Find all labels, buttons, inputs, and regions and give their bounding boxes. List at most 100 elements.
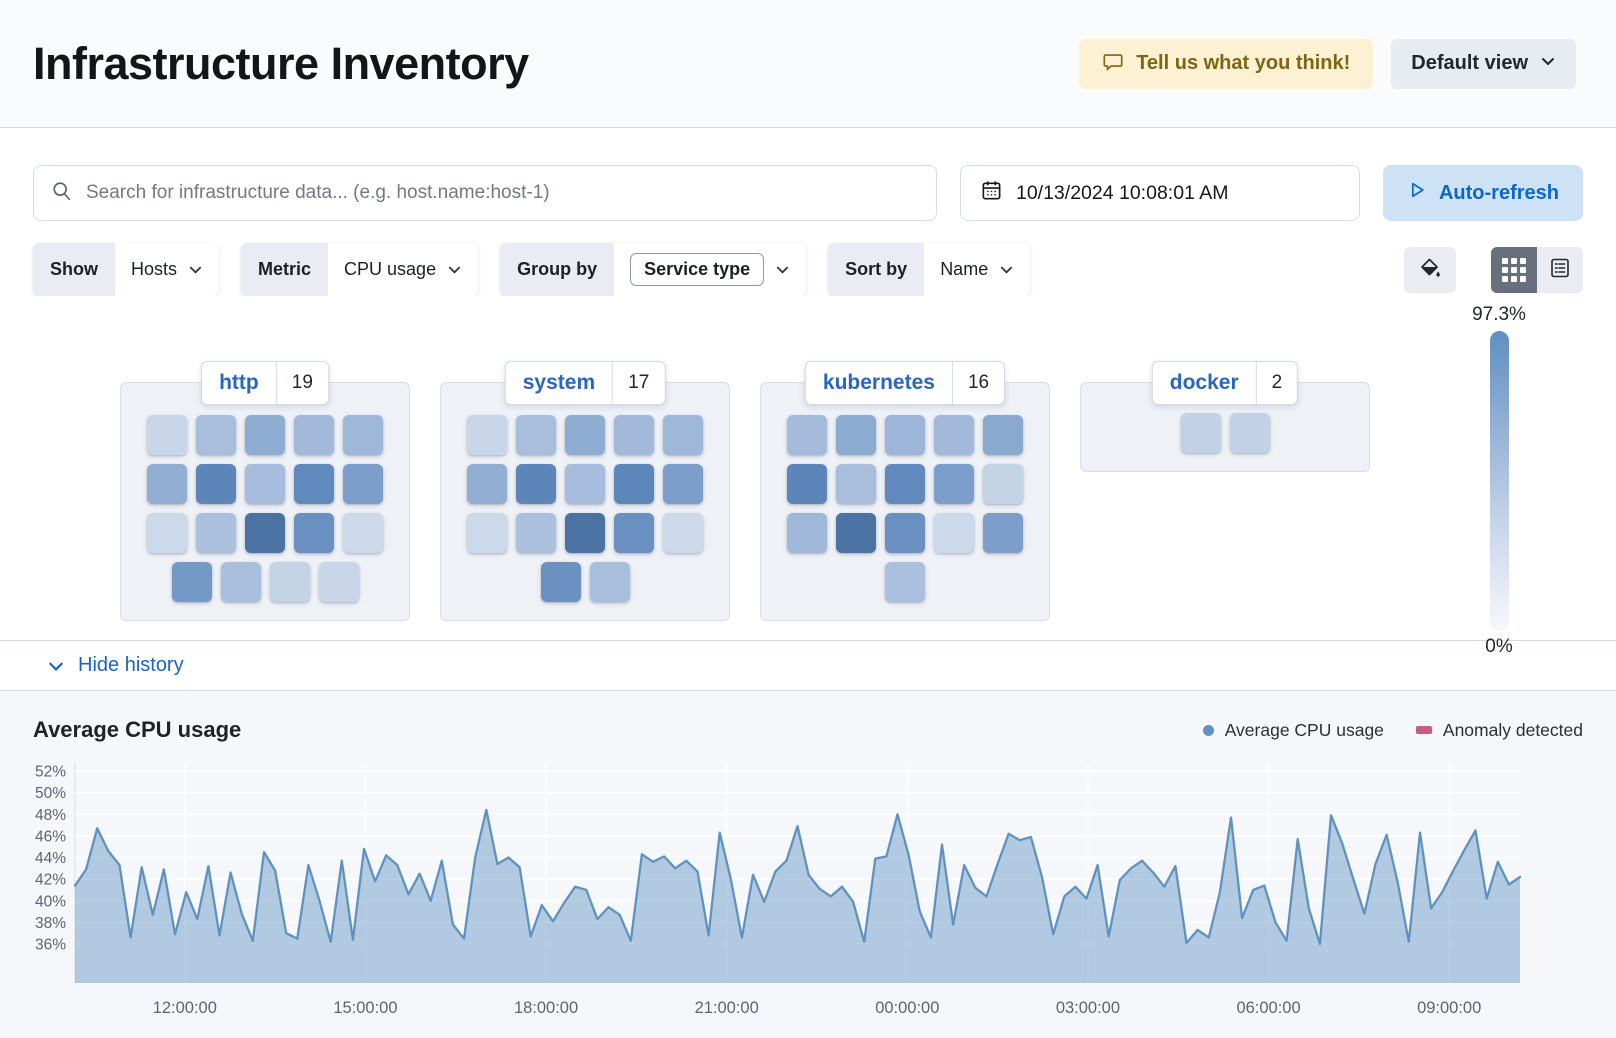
date-picker[interactable]: 10/13/2024 10:08:01 AM — [959, 165, 1360, 221]
host-tile[interactable] — [787, 464, 827, 504]
host-tile[interactable] — [171, 562, 212, 602]
host-tile[interactable] — [934, 415, 974, 455]
group-name-link[interactable]: docker — [1169, 371, 1239, 394]
host-tile[interactable] — [565, 513, 605, 553]
default-view-button[interactable]: Default view — [1391, 38, 1576, 89]
sort-by-filter[interactable]: Sort by Name — [828, 243, 1031, 296]
host-tile[interactable] — [343, 464, 383, 504]
grid-view-button[interactable] — [1491, 246, 1537, 293]
host-tile[interactable] — [934, 513, 974, 553]
host-tile[interactable] — [147, 415, 187, 455]
host-tile[interactable] — [934, 464, 974, 504]
chevron-down-icon — [777, 266, 789, 274]
host-tile[interactable] — [196, 513, 236, 553]
chart-legend: Average CPU usage Anomaly detected — [1202, 720, 1583, 741]
view-toggle — [1491, 246, 1583, 293]
host-tile[interactable] — [343, 513, 383, 553]
pill-divider — [275, 362, 277, 404]
host-tile[interactable] — [294, 464, 334, 504]
host-tile[interactable] — [343, 415, 383, 455]
group-count: 2 — [1271, 372, 1283, 393]
host-tile[interactable] — [885, 464, 925, 504]
color-palette-button[interactable] — [1404, 246, 1456, 293]
host-tile[interactable] — [540, 562, 581, 602]
host-tile[interactable] — [565, 464, 605, 504]
host-tile[interactable] — [836, 415, 876, 455]
group-count: 19 — [291, 372, 313, 393]
host-tile[interactable] — [787, 513, 827, 553]
host-tile[interactable] — [836, 464, 876, 504]
hide-history-link[interactable]: Hide history — [47, 654, 184, 677]
group-name-link[interactable]: system — [522, 371, 596, 394]
host-tile[interactable] — [983, 415, 1023, 455]
host-tile[interactable] — [885, 415, 925, 455]
group-name-link[interactable]: http — [219, 371, 259, 394]
search-input[interactable] — [86, 182, 919, 204]
svg-text:00:00:00: 00:00:00 — [875, 999, 939, 1017]
host-tile[interactable] — [467, 513, 507, 553]
host-tile[interactable] — [663, 415, 703, 455]
host-tile[interactable] — [836, 513, 876, 553]
host-tile[interactable] — [516, 464, 556, 504]
header-actions: Tell us what you think! Default view — [1079, 38, 1576, 89]
svg-text:40%: 40% — [35, 893, 66, 910]
svg-text:46%: 46% — [35, 828, 66, 845]
host-tile[interactable] — [614, 513, 654, 553]
host-tile[interactable] — [663, 513, 703, 553]
host-tile[interactable] — [516, 513, 556, 553]
sort-by-filter-label: Sort by — [828, 243, 925, 296]
show-filter[interactable]: Show Hosts — [33, 243, 220, 296]
host-tile[interactable] — [269, 562, 310, 602]
legend-rect-swatch — [1415, 726, 1432, 734]
svg-text:50%: 50% — [35, 785, 66, 802]
svg-text:44%: 44% — [35, 850, 66, 867]
host-tile[interactable] — [147, 513, 187, 553]
group-name-link[interactable]: kubernetes — [822, 371, 935, 394]
host-tile[interactable] — [318, 562, 359, 602]
filter-row: Show Hosts Metric CPU usage Group by Ser… — [33, 243, 1583, 296]
grid-icon — [1502, 257, 1526, 282]
host-tile[interactable] — [245, 415, 285, 455]
host-tile[interactable] — [885, 513, 925, 553]
legend-item[interactable]: Average CPU usage — [1202, 720, 1384, 741]
host-tile[interactable] — [294, 513, 334, 553]
feedback-label: Tell us what you think! — [1136, 52, 1351, 74]
svg-text:12:00:00: 12:00:00 — [153, 999, 217, 1017]
host-tile[interactable] — [245, 464, 285, 504]
list-view-button[interactable] — [1537, 246, 1583, 293]
page-title: Infrastructure Inventory — [33, 37, 529, 89]
host-tile[interactable] — [294, 415, 334, 455]
host-tile[interactable] — [614, 464, 654, 504]
host-tile[interactable] — [663, 464, 703, 504]
host-tile[interactable] — [1180, 413, 1221, 453]
chevron-down-icon — [49, 662, 63, 671]
host-tile[interactable] — [589, 562, 630, 602]
host-tile[interactable] — [245, 513, 285, 553]
group-by-filter[interactable]: Group by Service type — [500, 243, 807, 296]
group-pill-docker: docker 2 — [1151, 361, 1299, 405]
host-tile[interactable] — [1229, 413, 1270, 453]
host-tile[interactable] — [220, 562, 261, 602]
host-tile[interactable] — [983, 513, 1023, 553]
host-tile[interactable] — [196, 415, 236, 455]
group-by-filter-value: Service type — [630, 253, 765, 286]
chevron-down-icon — [1540, 52, 1556, 75]
host-tile[interactable] — [565, 415, 605, 455]
host-tile[interactable] — [196, 464, 236, 504]
group-card-docker: docker 2 — [1080, 361, 1370, 472]
feedback-button[interactable]: Tell us what you think! — [1079, 38, 1374, 89]
host-tile[interactable] — [516, 415, 556, 455]
auto-refresh-button[interactable]: Auto-refresh — [1382, 165, 1583, 221]
host-tile[interactable] — [614, 415, 654, 455]
filters: Show Hosts Metric CPU usage Group by Ser… — [33, 243, 1031, 296]
legend-item[interactable]: Anomaly detected — [1415, 720, 1583, 741]
host-tile[interactable] — [983, 464, 1023, 504]
host-tile[interactable] — [467, 415, 507, 455]
host-tile[interactable] — [147, 464, 187, 504]
host-tile[interactable] — [467, 464, 507, 504]
host-tile[interactable] — [885, 562, 925, 602]
metric-filter[interactable]: Metric CPU usage — [241, 243, 479, 296]
view-controls — [1404, 246, 1583, 293]
host-tile[interactable] — [787, 415, 827, 455]
